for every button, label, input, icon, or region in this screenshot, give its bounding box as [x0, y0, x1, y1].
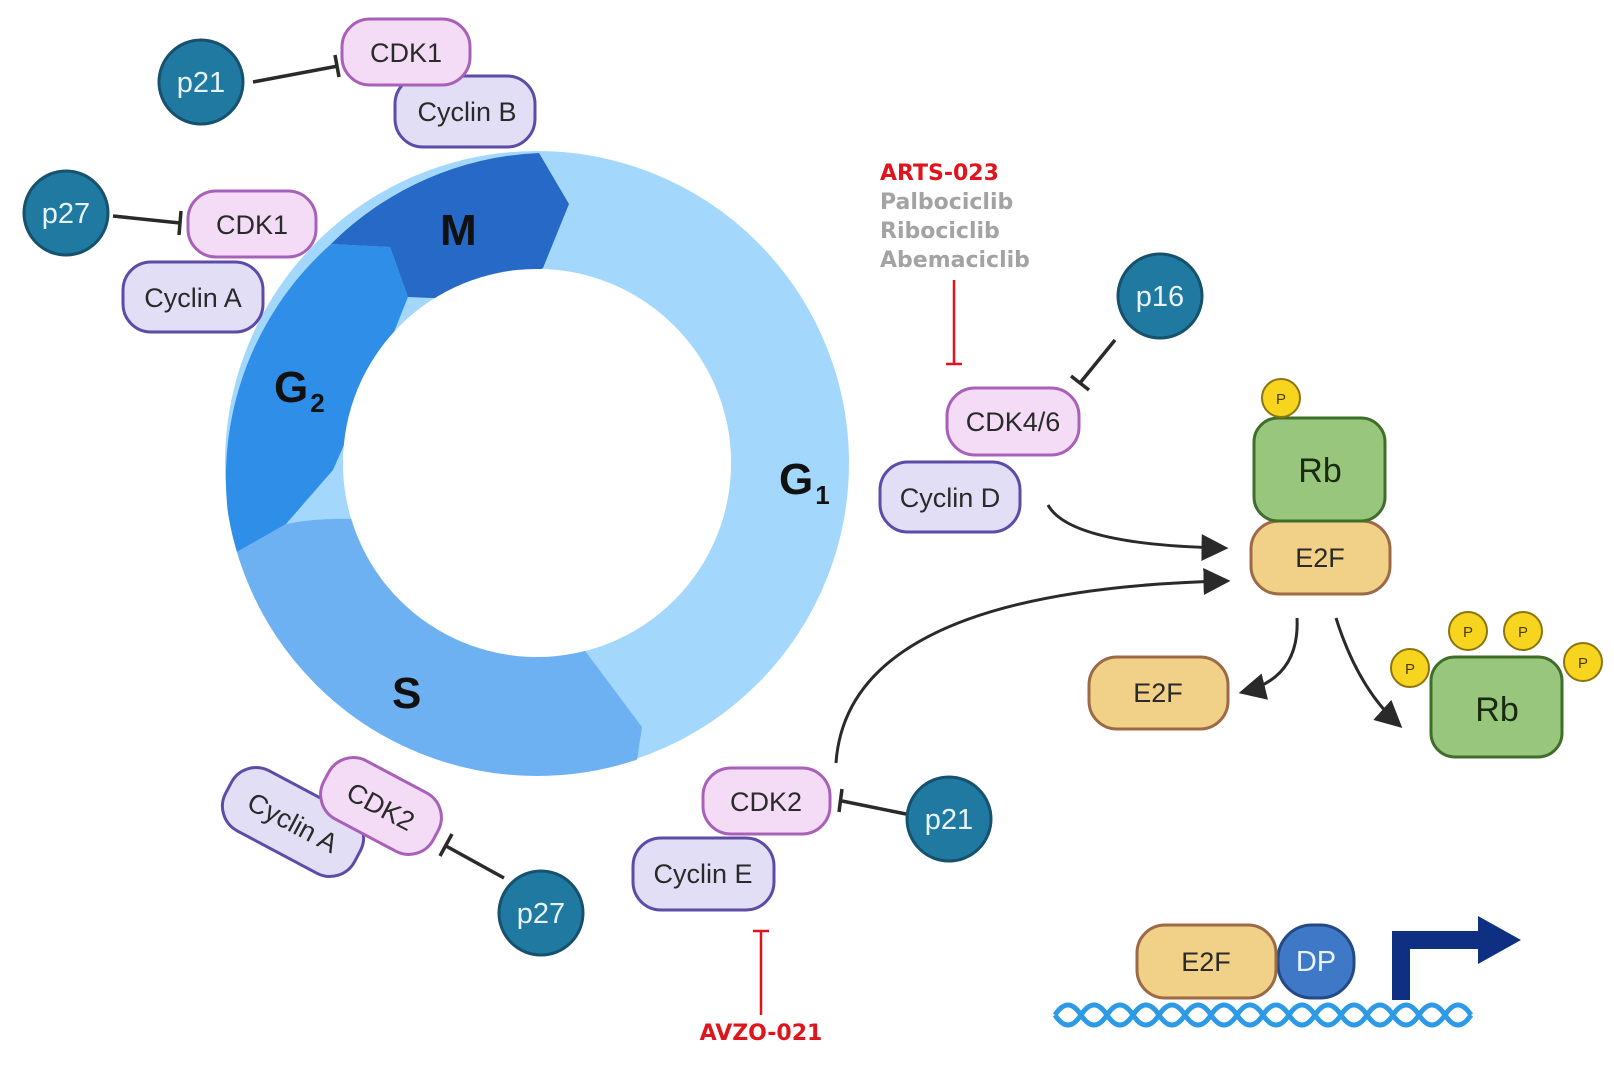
cyclin-b-pill: [393, 74, 537, 149]
cyclin-a-g2-pill: [121, 260, 265, 334]
cyclin-d-label: Cyclin D: [900, 483, 1001, 513]
complex-cdk1-cyclin-a: Cyclin A CDK1 p27: [22, 169, 318, 334]
inhibition-bar-p16: [1069, 374, 1091, 392]
arrow-to-free-e2f: [1238, 617, 1299, 700]
complex-cdk46-cyclin-d: Cyclin D CDK4/6 p16 ARTS-023 Palbociclib…: [878, 161, 1204, 534]
rb-bound-box: [1252, 416, 1387, 523]
cdk1-g2-pill: [186, 189, 318, 259]
complex-cdk2-cyclin-a: Cyclin A CDK2 p27: [220, 756, 585, 957]
e2f-dna-label: E2F: [1181, 947, 1231, 977]
arrow-cdk2-to-rb: [834, 568, 1231, 764]
phospho-1-circle: [1390, 648, 1430, 688]
phospho-rb: Rb P P P P: [1390, 611, 1603, 759]
drug-avzo-021: AVZO-021: [700, 1021, 823, 1046]
e2f-free-pill: [1087, 655, 1230, 731]
inhibition-line-p21-cdk1: [252, 64, 339, 84]
cdk2-g1s-pill: [701, 766, 832, 836]
drug-abemaciclib: Abemaciclib: [880, 248, 1030, 273]
e2f-bound-label: E2F: [1295, 543, 1345, 573]
phase-label-m: M: [440, 206, 477, 255]
phospho-4-circle: [1563, 642, 1603, 682]
arrow-to-phospho-rb: [1334, 617, 1403, 729]
p27-s-circle: [497, 869, 585, 957]
phospho-2-label: P: [1463, 624, 1473, 641]
drug-arts-023: ARTS-023: [880, 161, 999, 186]
phospho-bound-circle: [1261, 378, 1301, 418]
inhibition-bar-p27-cdk2: [438, 833, 454, 857]
cyclin-a-s-pill: [220, 766, 366, 878]
inhibition-bar-p21-cdk1: [333, 54, 341, 78]
phospho-1-label: P: [1405, 661, 1415, 678]
dp-label: DP: [1296, 946, 1336, 978]
e2f-free-label: E2F: [1133, 678, 1183, 708]
cyclin-d-pill: [878, 460, 1022, 534]
dna-transcription: DP E2F: [1052, 916, 1521, 1028]
phospho-4-label: P: [1578, 655, 1588, 672]
phospho-3-label: P: [1518, 624, 1528, 641]
phospho-3-circle: [1503, 611, 1543, 651]
cdk2-g1s-label: CDK2: [730, 787, 802, 817]
inhibition-bar-p21-cdk2: [837, 788, 844, 813]
phospho-group: P P P P: [1390, 611, 1603, 688]
phase-label-g1: G1: [779, 455, 830, 510]
arrow-cyclin-d-to-rb: [1046, 504, 1229, 562]
rb-free-label: Rb: [1475, 691, 1518, 729]
ring-m-segment: [331, 153, 569, 300]
ring-g2-segment: [225, 244, 408, 553]
cyclin-e-label: Cyclin E: [653, 859, 752, 889]
phospho-bound-label: P: [1276, 391, 1286, 408]
cdk1-m-label: CDK1: [370, 38, 442, 68]
inhibition-line-p27-cdk1: [112, 214, 181, 225]
p27-g2-label: p27: [42, 198, 90, 230]
cyclin-b-label: Cyclin B: [417, 97, 516, 127]
cdk1-g2-label: CDK1: [216, 210, 288, 240]
rb-free-box: [1429, 655, 1564, 759]
inhibition-line-p27-cdk2: [445, 844, 505, 880]
cdk2-s-pill: [319, 756, 443, 856]
cdk46-label: CDK4/6: [966, 407, 1061, 437]
drug-palbociclib: Palbociclib: [880, 190, 1013, 215]
promoter-arrow: [1392, 916, 1521, 1000]
inhibition-line-p21-cdk2: [841, 799, 907, 816]
p21-g1s-label: p21: [925, 804, 973, 836]
cdk46-pill: [945, 386, 1081, 457]
pathway-arrows: [834, 504, 1403, 764]
p21-g1s-circle: [905, 775, 993, 863]
cell-cycle-ring: M G2 S G1: [146, 72, 928, 854]
phospho-2-circle: [1448, 611, 1488, 651]
p27-s-label: p27: [517, 898, 565, 930]
p21-m-label: p21: [177, 67, 225, 99]
rb-e2f-complex: E2F Rb P: [1249, 378, 1392, 596]
dna-strand-2: [1052, 1002, 1474, 1028]
complex-cdk1-cyclin-b: Cyclin B CDK1 p21: [157, 17, 537, 149]
e2f-dna-pill: [1135, 923, 1278, 1000]
free-e2f: E2F: [1087, 655, 1230, 731]
drug-ribociclib: Ribociclib: [880, 219, 1000, 244]
cdk1-m-pill: [340, 17, 472, 87]
p27-g2-circle: [22, 169, 110, 257]
ring-outer-mask: [146, 72, 928, 854]
p21-m-circle: [157, 38, 245, 126]
complex-cdk2-cyclin-e: Cyclin E CDK2 p21 AVZO-021: [631, 766, 993, 1046]
p16-circle: [1116, 252, 1204, 340]
phase-label-g2: G2: [274, 363, 325, 418]
inhibition-line-p16: [1078, 338, 1117, 385]
dp-pill: [1276, 923, 1356, 1000]
ring-hole: [343, 269, 731, 657]
p16-label: p16: [1136, 281, 1184, 313]
cyclin-a-g2-label: Cyclin A: [144, 283, 242, 313]
cyclin-e-pill: [631, 836, 776, 912]
phase-label-s: S: [392, 669, 421, 718]
rb-bound-label: Rb: [1298, 452, 1341, 490]
inhibition-bar-p27-cdk1: [177, 210, 183, 236]
